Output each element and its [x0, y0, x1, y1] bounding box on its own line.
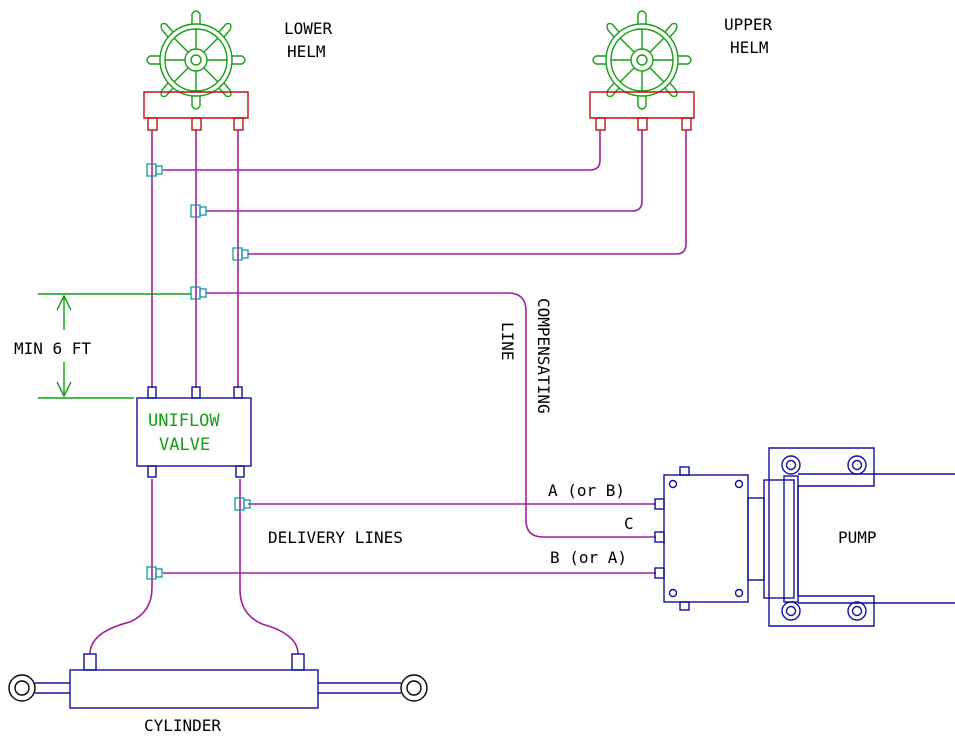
tee-fittings: [146, 163, 251, 580]
min-distance-dimension: MIN 6 FT: [14, 293, 191, 399]
cylinder-assembly: CYLINDER: [8, 653, 428, 735]
uniflow-valve-label-line1: UNIFLOW: [148, 411, 220, 431]
hydraulic-lines: [89, 130, 687, 655]
tee-fitting-4: [190, 286, 207, 300]
pump-ports: [654, 498, 665, 579]
lower-helm-label-line2: HELM: [287, 42, 326, 61]
tee-fitting-5: [234, 497, 251, 511]
min-distance-label: MIN 6 FT: [14, 339, 91, 358]
upper-helm-label-line2: HELM: [730, 38, 769, 57]
lower-helm-label-line1: LOWER: [284, 19, 333, 38]
manifold-bolts: [668, 479, 744, 598]
port-c-label: C: [624, 514, 634, 533]
cylinder-rod-end-left-icon: [8, 674, 36, 702]
upper-helm: UPPER HELM: [589, 10, 773, 131]
pump-label: PUMP: [838, 528, 877, 547]
compensating-line-label: LINE: [498, 322, 517, 361]
tee-fitting-2: [190, 204, 207, 218]
cylinder-rod-end-right-icon: [400, 674, 428, 702]
port-b-label: B (or A): [550, 548, 627, 567]
tee-fitting-3: [232, 247, 249, 261]
uniflow-valve-ports: [147, 386, 245, 478]
upper-helm-label-line1: UPPER: [724, 15, 773, 34]
tee-fitting-1: [146, 163, 163, 177]
pump-assembly: PUMP: [654, 447, 955, 627]
upper-helm-pump-body: [589, 91, 695, 119]
lower-helm: LOWER HELM: [143, 10, 333, 131]
delivery-lines-label: DELIVERY LINES: [268, 528, 403, 547]
upper-helm-wheel-icon: [592, 10, 692, 110]
upper-helm-ports: [595, 117, 692, 131]
tee-fitting-6: [146, 566, 163, 580]
cylinder-ports: [83, 653, 305, 671]
lower-helm-wheel-icon: [146, 10, 246, 110]
lower-helm-ports: [147, 117, 244, 131]
uniflow-valve: UNIFLOW VALVE: [136, 386, 252, 478]
cylinder-label: CYLINDER: [144, 716, 221, 735]
lower-helm-pump-body: [143, 91, 249, 119]
port-a-label: A (or B): [548, 481, 625, 500]
compensating-label: COMPENSATING: [534, 298, 553, 414]
uniflow-valve-label-line2: VALVE: [159, 435, 210, 455]
